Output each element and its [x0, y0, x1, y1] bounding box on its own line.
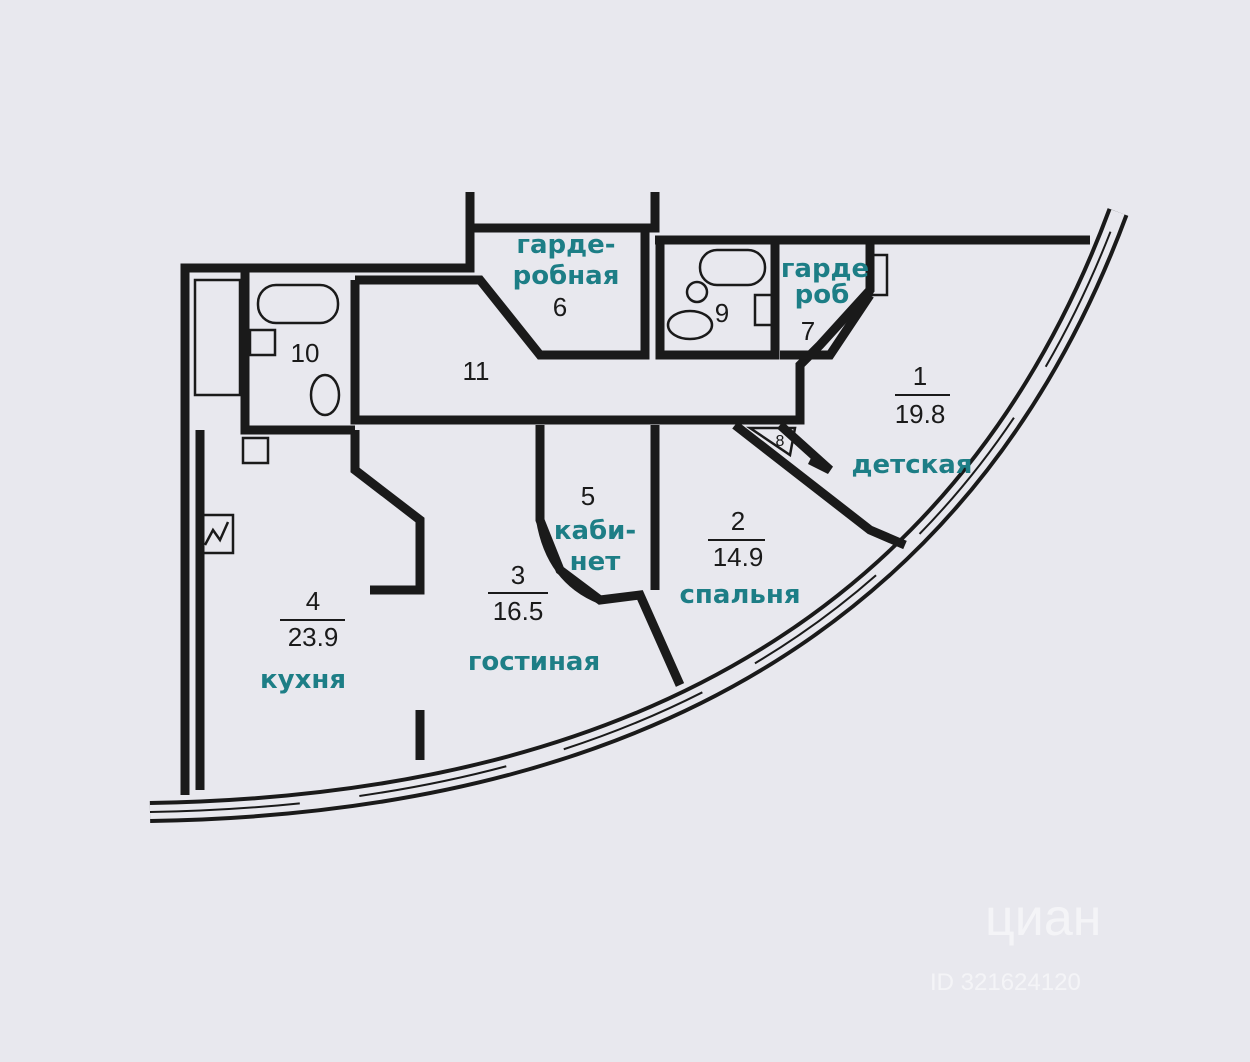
room-1-number: 1: [913, 361, 927, 391]
room-labels: 1 19.8 детская 2 14.9 спальня 3 16.5 гос…: [260, 230, 973, 695]
toilet-icon: [685, 280, 709, 304]
bidet-icon: [666, 309, 714, 341]
room-1-area: 19.8: [895, 399, 946, 429]
room-11-number: 11: [463, 356, 490, 386]
room-3-number: 3: [511, 560, 525, 590]
cabinet-icon: [870, 253, 889, 297]
room-5-number: 5: [581, 481, 595, 511]
room-10-number: 10: [291, 338, 320, 368]
room-7-name-line1: гарде: [781, 254, 869, 284]
study-curved-wall: [536, 519, 602, 604]
wardrobe-wall: [780, 292, 874, 360]
room-1-name: детская: [852, 450, 973, 480]
watermark: циан ID 321624120: [930, 889, 1101, 996]
corridor-wall-lower: [350, 240, 875, 425]
room-2-name: спальня: [679, 580, 800, 610]
corridor-wall: [355, 228, 650, 360]
top-wall: [470, 192, 660, 233]
sink-icon: [248, 328, 277, 357]
watermark-id: ID 321624120: [930, 969, 1081, 996]
cabinet-icon: [193, 278, 242, 397]
sink-icon: [753, 293, 777, 327]
stove-icon: [198, 513, 235, 555]
window-line: [149, 211, 1119, 813]
living-wall: [350, 430, 425, 595]
room-3-area: 16.5: [493, 596, 544, 626]
room-5-name-line1: каби-: [554, 516, 636, 546]
room-6-name-line1: гарде-: [516, 230, 615, 260]
room-6-number: 6: [553, 292, 567, 322]
room-4-number: 4: [306, 586, 320, 616]
closet-wall: [776, 421, 834, 475]
room-3-name: гостиная: [468, 647, 600, 677]
room-7-number: 7: [801, 316, 815, 346]
room-9-number: 9: [715, 298, 729, 328]
room-4-name: кухня: [260, 665, 346, 695]
room-7-name-line2: роб: [795, 280, 850, 310]
bathtub-icon: [256, 283, 340, 325]
sink-icon: [241, 436, 270, 465]
bedroom-diagonal-wall: [732, 421, 907, 550]
kitchen-wall: [240, 268, 355, 435]
room-5-name-line2: нет: [570, 547, 621, 577]
stove-symbol: [203, 521, 230, 546]
fixtures: [193, 248, 889, 555]
room-4-area: 23.9: [288, 622, 339, 652]
bathtub-icon: [698, 248, 767, 287]
room-6-name-line2: робная: [513, 261, 620, 291]
outer-wall-inner: [149, 209, 1125, 819]
room-2-number: 2: [731, 506, 745, 536]
closet-triangle: [745, 426, 797, 458]
watermark-brand: циан: [985, 889, 1101, 947]
room-2-area: 14.9: [713, 542, 764, 572]
walls: [149, 192, 1129, 823]
toilet-icon: [309, 373, 341, 417]
room-8-number: 8: [776, 433, 785, 450]
